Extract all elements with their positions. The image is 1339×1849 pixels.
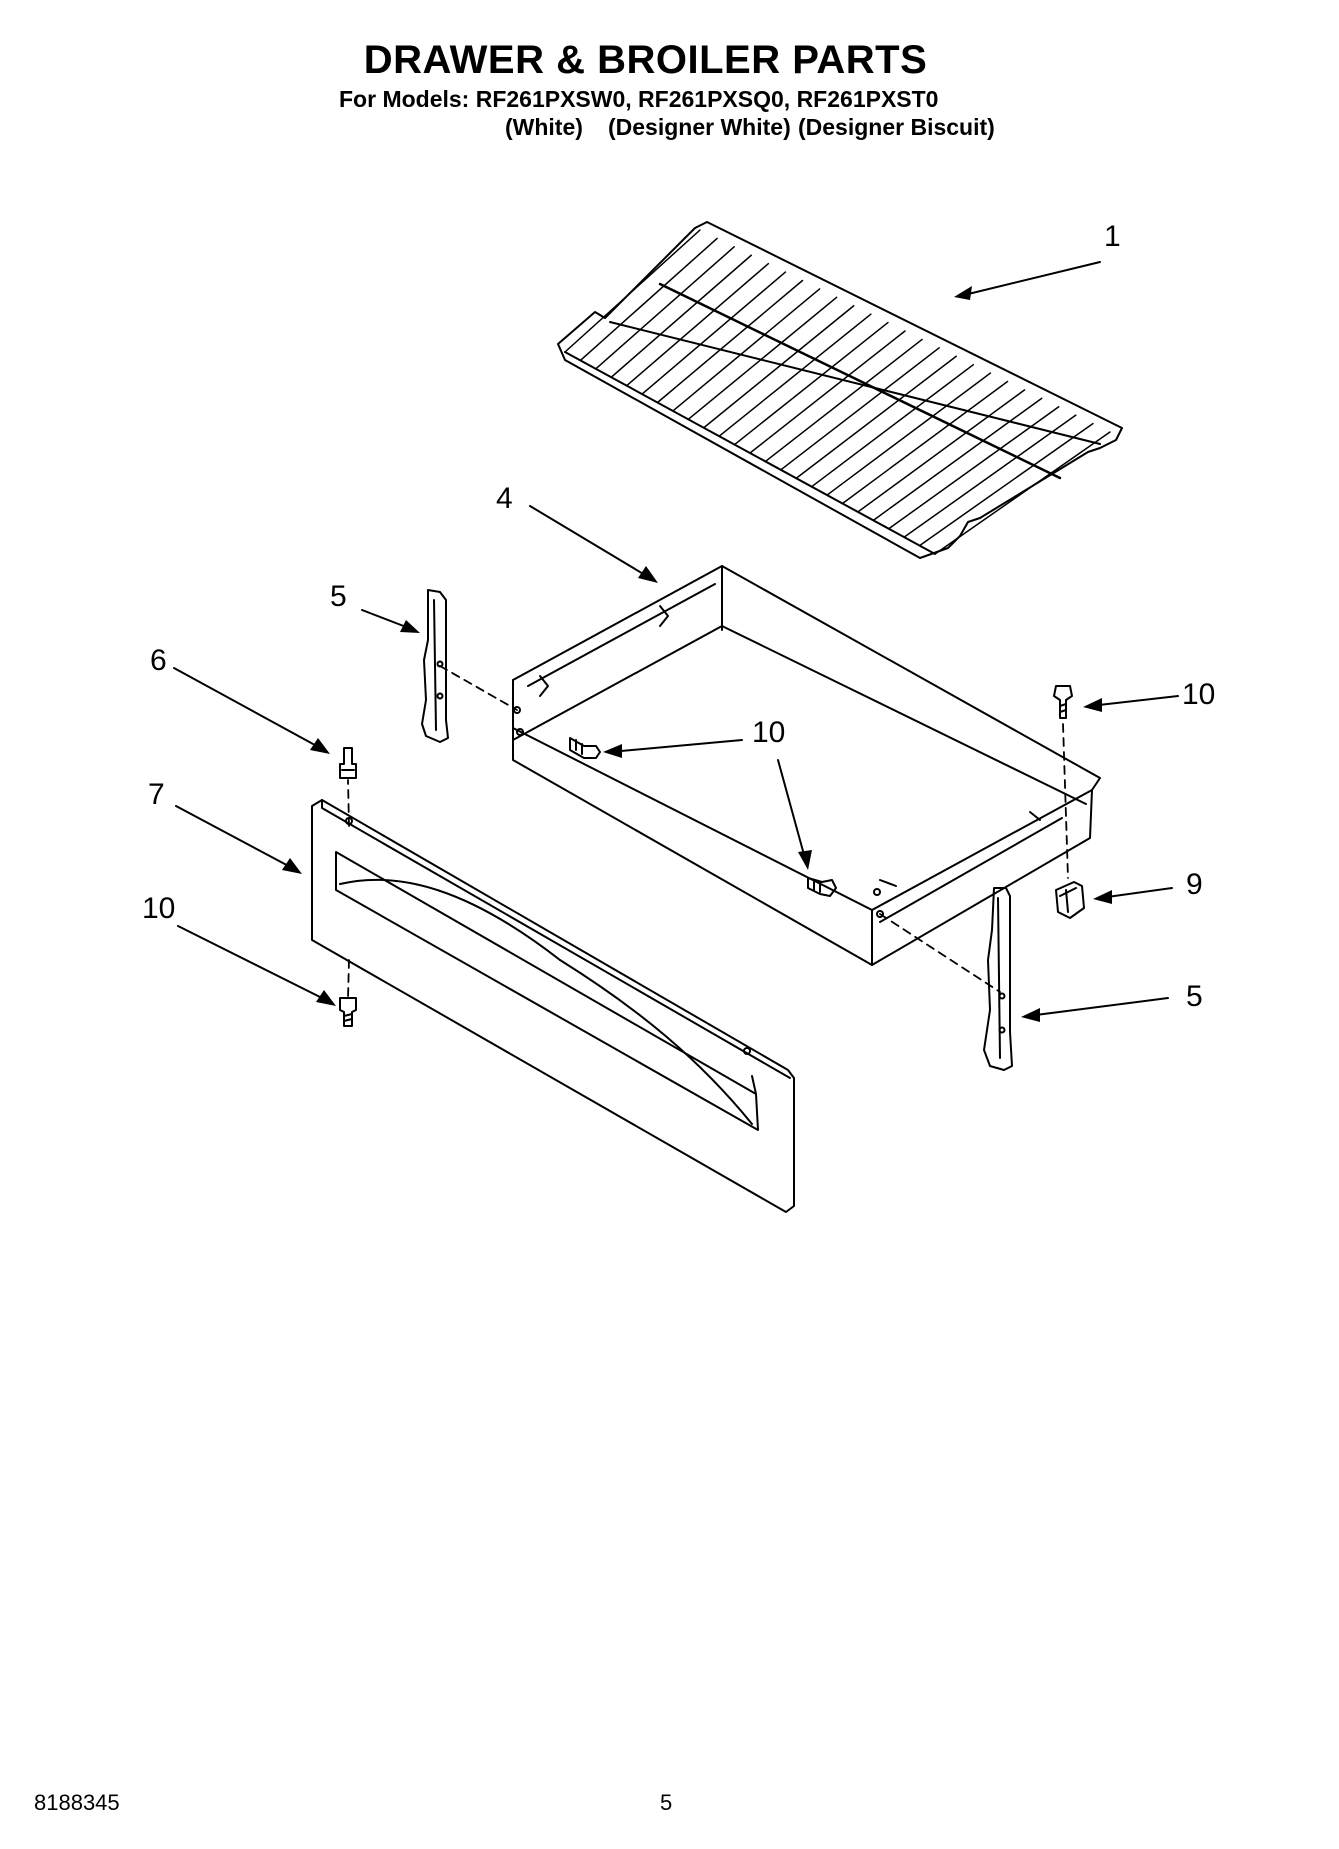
leader-arrowheads	[282, 286, 1112, 1022]
callout-9: 9	[1186, 868, 1203, 901]
callout-10-right: 10	[1182, 678, 1215, 711]
page-title: DRAWER & BROILER PARTS	[363, 38, 928, 82]
rack-wire	[888, 406, 1060, 530]
rack-wire	[703, 305, 855, 429]
broiler-drawer-pan	[512, 565, 1101, 966]
callout-7: 7	[148, 778, 165, 811]
panel-screw-top	[339, 747, 357, 779]
rack-wire	[564, 229, 701, 353]
rack-wire	[718, 313, 872, 437]
leader-7	[175, 805, 297, 871]
rack-wire	[764, 338, 923, 463]
leader-10-center-a	[609, 739, 743, 753]
callout-10-center: 10	[752, 716, 785, 749]
left-slide-bracket	[421, 589, 449, 743]
rack-wire	[733, 321, 889, 446]
leader-5-right	[1027, 997, 1169, 1017]
broiler-rack	[557, 221, 1123, 559]
leader-10-left	[177, 925, 331, 1003]
color-designer-white: (Designer White)	[608, 114, 791, 140]
pan-screw-left	[569, 737, 601, 759]
rack-wire	[934, 431, 1111, 555]
leader-6	[173, 667, 325, 751]
rack-wire	[857, 389, 1026, 513]
rack-wire	[780, 347, 940, 471]
color-designer-biscuit: (Designer Biscuit)	[798, 114, 995, 140]
callout-5-left: 5	[330, 580, 347, 613]
callout-6: 6	[150, 644, 167, 677]
leader-10-center-b	[777, 759, 807, 863]
color-white: (White)	[505, 114, 583, 140]
rack-wire	[826, 372, 992, 496]
leader-1	[959, 261, 1101, 297]
rack-wire	[872, 397, 1043, 522]
leader-10-right	[1089, 695, 1179, 707]
rack-wire	[841, 380, 1009, 505]
rack-wire	[749, 330, 906, 454]
rack-wire	[918, 422, 1094, 547]
rack-wire	[610, 254, 752, 378]
rack-wire	[903, 414, 1077, 538]
colors-line: (White) (Designer White) (Designer Biscuit…	[505, 114, 995, 141]
page-number: 5	[660, 1790, 673, 1815]
panel-screw-bottom	[339, 997, 357, 1027]
rack-wire	[795, 355, 957, 479]
rack-wire	[810, 363, 975, 488]
rack-wire	[595, 246, 735, 370]
callout-4: 4	[496, 482, 513, 515]
rack-wire	[672, 288, 821, 412]
models-line: For Models: RF261PXSW0, RF261PXSQ0, RF26…	[339, 86, 939, 112]
alignment-lines	[347, 665, 1069, 999]
top-right-screw	[1053, 685, 1073, 719]
rack-wire	[579, 237, 718, 362]
drawer-front-panel	[311, 799, 795, 1213]
pan-screw-right	[807, 877, 837, 897]
rack-wire	[656, 279, 804, 404]
callout-5-right: 5	[1186, 980, 1203, 1013]
callout-1: 1	[1104, 220, 1121, 253]
rack-wire	[625, 262, 770, 387]
callout-10-left: 10	[142, 892, 175, 925]
right-slide-bracket	[983, 887, 1013, 1071]
drawer-stop-clip	[1055, 881, 1085, 919]
leader-4	[529, 505, 651, 579]
rack-wire	[641, 271, 787, 395]
rack-wire	[687, 296, 838, 421]
document-number: 8188345	[34, 1790, 120, 1815]
